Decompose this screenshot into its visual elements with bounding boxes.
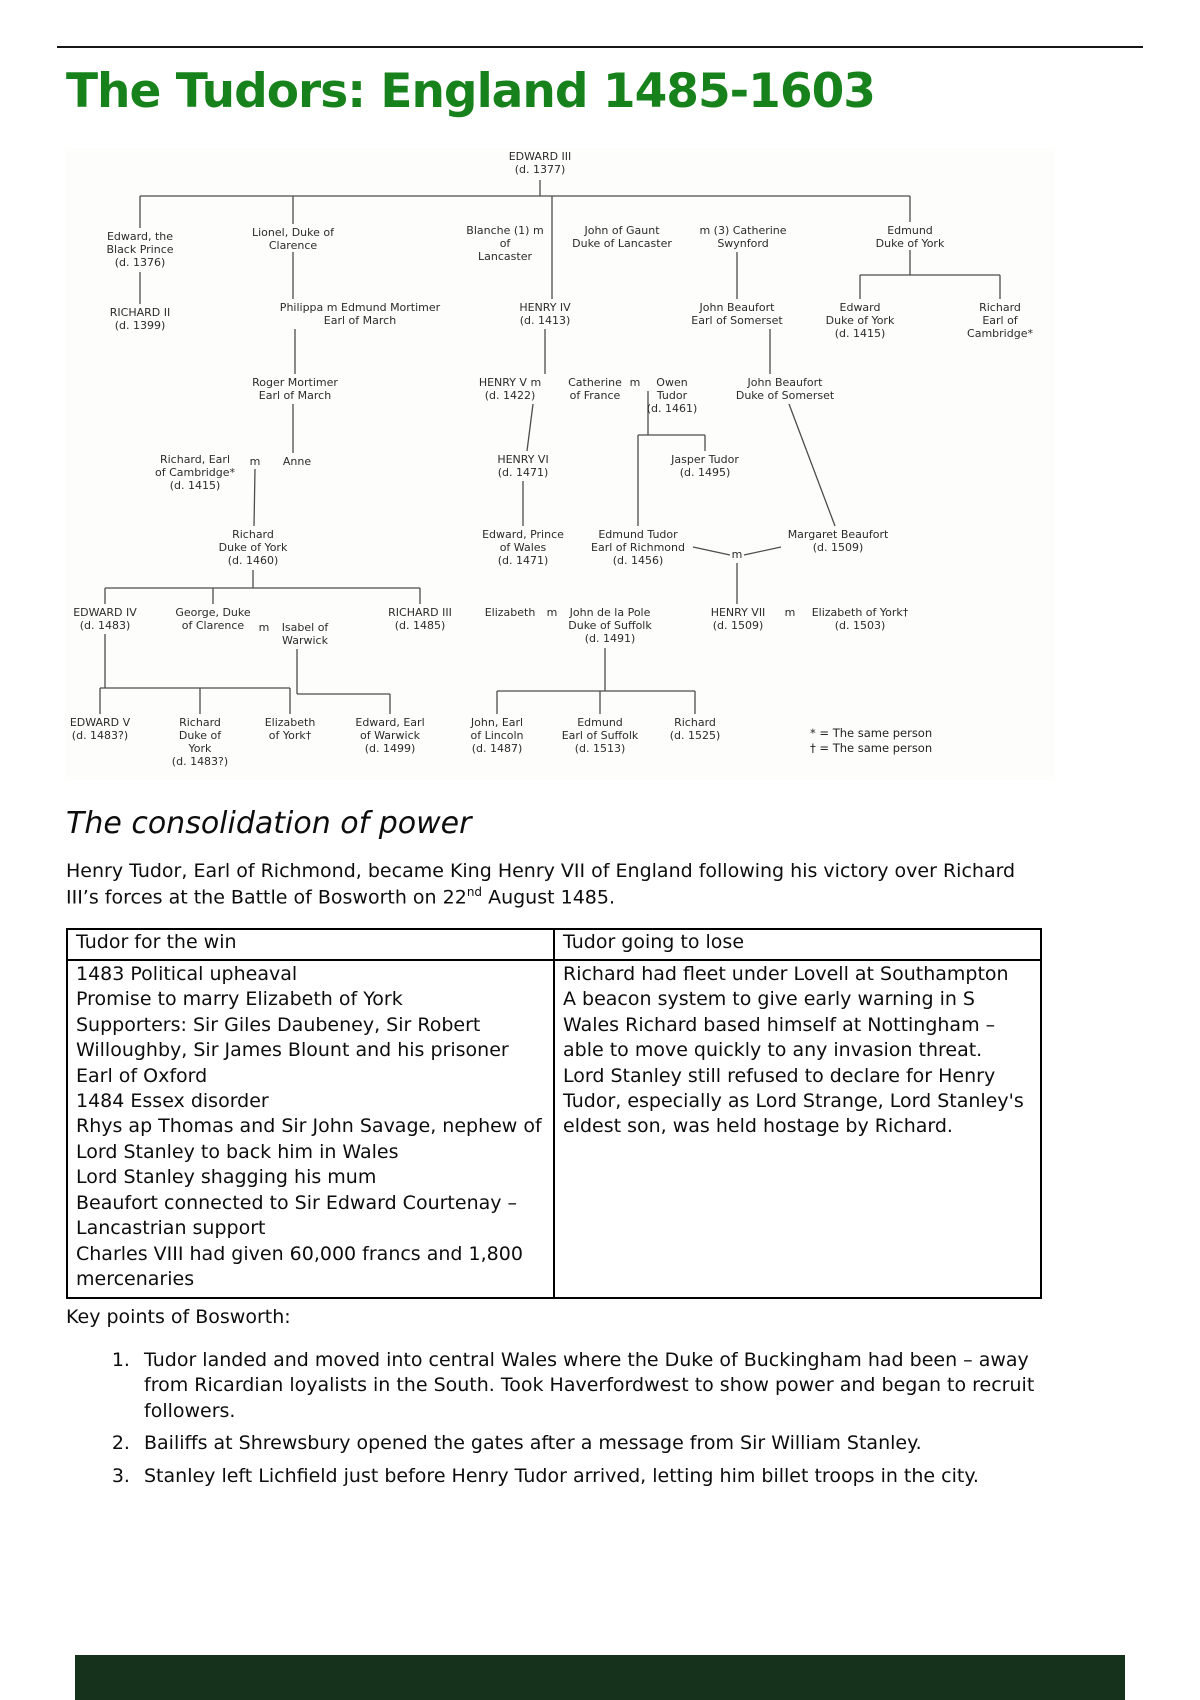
table-cell-line: 1484 Essex disorder: [76, 1090, 269, 1113]
table-header-win: Tudor for the win: [66, 928, 555, 961]
top-rule: [57, 46, 1143, 48]
comparison-table: Tudor for the win Tudor going to lose 14…: [66, 928, 1042, 1299]
tree-node-m-cambridge-anne: m: [249, 455, 261, 468]
tree-node-legend: * = The same person† = The same person: [810, 726, 933, 755]
table-cell-line: Lord Stanley still refused to declare fo…: [563, 1064, 1024, 1138]
table-cell-line: Richard had fleet under Lovell at Southa…: [563, 962, 1009, 985]
key-points-list: Tudor landed and moved into central Wale…: [100, 1348, 1050, 1496]
tree-node-richard-iii: RICHARD III(d. 1485): [388, 606, 452, 632]
tree-node-henry-vii: HENRY VII(d. 1509): [710, 606, 766, 632]
tree-node-henry-v: HENRY V m(d. 1422): [478, 376, 542, 402]
intro-text-1: Henry Tudor, Earl of Richmond, became Ki…: [66, 860, 1016, 909]
tree-node-richard-ii: RICHARD II(d. 1399): [109, 306, 171, 332]
page-title: The Tudors: England 1485-1603: [66, 64, 876, 119]
tree-node-anne: Anne: [282, 455, 312, 468]
tree-edges: [99, 180, 1001, 714]
table-cell-line: Promise to marry Elizabeth of York: [76, 988, 403, 1011]
tree-node-elizabeth-of-york: Elizabeth of York†(d. 1503): [811, 606, 909, 632]
list-item: Stanley left Lichfield just before Henry…: [136, 1464, 1050, 1489]
table-header-row: Tudor for the win Tudor going to lose: [66, 928, 1042, 961]
tree-node-henry-vi: HENRY VI(d. 1471): [497, 453, 549, 479]
tree-node-m-tudor-beaufort: m: [731, 548, 743, 561]
tree-node-margaret-beaufort: Margaret Beaufort(d. 1509): [787, 528, 889, 554]
tree-node-henry-iv: HENRY IV(d. 1413): [519, 301, 571, 327]
table-cell-line: 1483 Political upheaval: [76, 962, 298, 985]
bottom-bar: [75, 1655, 1125, 1700]
section-heading: The consolidation of power: [66, 806, 472, 841]
tree-node-m-george-isabel: m: [258, 621, 270, 634]
list-item: Tudor landed and moved into central Wale…: [136, 1348, 1050, 1424]
table-cell-line: Beaufort connected to Sir Edward Courten…: [76, 1191, 518, 1240]
tree-node-richard-de-la-pole: Richard(d. 1525): [669, 716, 721, 742]
lose-cell: Richard had fleet under Lovell at Southa…: [553, 958, 1042, 1299]
intro-paragraph: Henry Tudor, Earl of Richmond, became Ki…: [66, 858, 1031, 910]
table-cell-line: A beacon system to give early warning in…: [563, 988, 996, 1062]
table-cell-line: Lord Stanley shagging his mum: [76, 1166, 377, 1189]
list-item: Bailiffs at Shrewsbury opened the gates …: [136, 1431, 1050, 1456]
tree-node-m-elizabeth-pole: m: [546, 606, 558, 619]
table-cell-line: Supporters: Sir Giles Daubeney, Sir Robe…: [76, 1013, 509, 1087]
tree-node-edward-iii: EDWARD III(d. 1377): [508, 150, 572, 176]
table-header-lose: Tudor going to lose: [553, 928, 1042, 961]
intro-text-2: August 1485.: [482, 886, 616, 909]
tree-node-edward-v: EDWARD V(d. 1483?): [69, 716, 131, 742]
tree-node-elizabeth: Elizabeth: [484, 606, 536, 619]
tree-node-m-catherine-owen: m: [629, 376, 641, 389]
table-cell-line: Rhys ap Thomas and Sir John Savage, neph…: [76, 1115, 542, 1163]
key-points-intro: Key points of Bosworth:: [66, 1306, 291, 1328]
table-cell-line: Charles VIII had given 60,000 francs and…: [76, 1242, 523, 1291]
tree-node-jasper-tudor: Jasper Tudor(d. 1495): [671, 453, 739, 479]
tree-node-m-henry-elizabeth: m: [784, 606, 796, 619]
tree-node-edward-iv: EDWARD IV(d. 1483): [73, 606, 137, 632]
date-ordinal-superscript: nd: [466, 885, 483, 900]
